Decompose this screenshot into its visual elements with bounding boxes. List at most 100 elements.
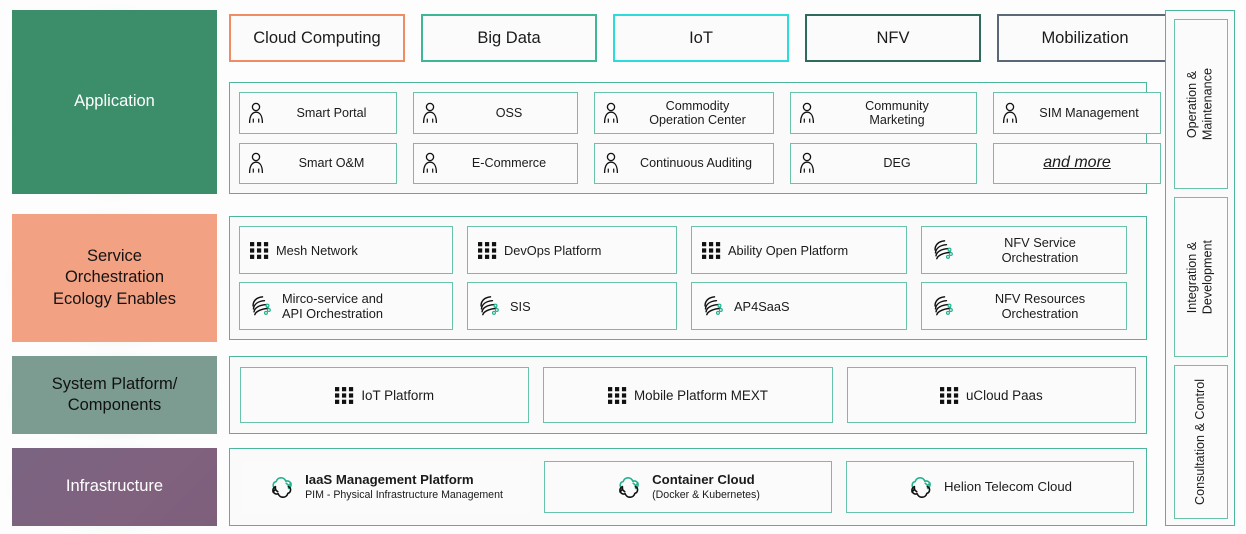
- person-icon: [601, 152, 621, 174]
- layer-label-system-text: System Platform/ Components: [51, 374, 178, 414]
- layer-label-application-text: Application: [74, 92, 155, 111]
- application-item-label: and more: [1043, 154, 1111, 172]
- swoosh-icon: [702, 294, 727, 318]
- infrastructure-item-text: Helion Telecom Cloud: [944, 479, 1072, 496]
- application-item-label: DEG: [883, 156, 911, 171]
- application-item-label: Smart O&M: [298, 156, 365, 171]
- application-item[interactable]: Smart Portal: [239, 92, 397, 134]
- tag-big-data[interactable]: Big Data: [421, 14, 597, 62]
- person-icon: [420, 152, 440, 174]
- infrastructure-item[interactable]: Container Cloud(Docker & Kubernetes): [544, 461, 832, 513]
- service-orchestration-item[interactable]: SIS: [467, 282, 677, 330]
- application-item-label: Commodity Operation Center: [649, 98, 746, 127]
- sidebar-panel-consultation-control-label: Consultation & Control: [1193, 378, 1208, 505]
- person-icon: [246, 102, 266, 124]
- service-orchestration-item[interactable]: Ability Open Platform: [691, 226, 907, 274]
- service-orchestration-item[interactable]: AP4SaaS: [691, 282, 907, 330]
- layer-label-service-orchestration[interactable]: Service Orchestration Ecology Enables: [12, 214, 217, 342]
- infrastructure-item-title: Helion Telecom Cloud: [943, 478, 1073, 494]
- infrastructure-item-subtitle: (Docker & Kubernetes): [652, 488, 760, 501]
- service-orchestration-item-label: Ability Open Platform: [728, 242, 849, 258]
- person-icon: [601, 102, 621, 124]
- sidebar-panel-operation-maintenance[interactable]: Operation & Maintenance: [1174, 19, 1228, 189]
- application-item[interactable]: E-Commerce: [413, 142, 578, 184]
- infrastructure-item-subtitle: PIM - Physical Infrastructure Management: [305, 488, 503, 501]
- application-item-grid: Smart Portal OSS Commodity Operation Cente…: [239, 92, 1161, 184]
- person-icon: [420, 102, 440, 124]
- application-layer-panel: Smart Portal OSS Commodity Operation Cente…: [229, 82, 1161, 194]
- application-item-label: Continuous Auditing: [639, 156, 753, 171]
- layer-label-system-platform[interactable]: System Platform/ Components: [12, 356, 217, 434]
- sidebar-panel-consultation-control[interactable]: Consultation & Control: [1174, 365, 1228, 519]
- cloud-refresh-icon: [908, 476, 934, 498]
- system-platform-item[interactable]: uCloud Paas: [846, 367, 1136, 423]
- application-item[interactable]: Commodity Operation Center: [594, 92, 774, 134]
- application-item-label: E-Commerce: [471, 156, 547, 171]
- service-orchestration-item[interactable]: NFV Service Orchestration: [921, 226, 1127, 274]
- application-item[interactable]: Continuous Auditing: [594, 142, 774, 184]
- service-orchestration-item[interactable]: Mirco-service and API Orchestration: [239, 282, 453, 330]
- application-item[interactable]: Smart O&M: [239, 142, 397, 184]
- application-item[interactable]: OSS: [413, 92, 578, 134]
- application-item[interactable]: and more: [993, 142, 1161, 184]
- tag-nfv[interactable]: NFV: [805, 14, 981, 62]
- service-orchestration-item-label: Mirco-service and API Orchestration: [282, 291, 383, 321]
- service-orchestration-item-label: SIS: [510, 298, 531, 314]
- service-orchestration-item-label: Mesh Network: [276, 242, 358, 258]
- sidebar-panel-integration-development-label: Integration & Development: [1185, 239, 1215, 315]
- system-platform-item[interactable]: Mobile Platform MEXT: [543, 367, 833, 423]
- tag-iot-label: IoT: [689, 28, 713, 47]
- system-platform-item[interactable]: IoT Platform: [240, 367, 530, 423]
- service-orchestration-item-label: NFV Service Orchestration: [1001, 235, 1079, 265]
- dots-grid-icon: [608, 386, 627, 404]
- dots-grid-icon: [478, 241, 497, 259]
- system-platform-item-grid: IoT Platform Mobile Platform MEXT uCloud P…: [240, 367, 1136, 423]
- layer-label-infrastructure[interactable]: Infrastructure: [12, 448, 217, 526]
- service-orchestration-item-label: NFV Resources Orchestration: [994, 291, 1086, 321]
- tag-mobilization-label: Mobilization: [1041, 28, 1129, 47]
- service-orchestration-panel: Mesh Network DevOps Platform Ability Open …: [229, 216, 1147, 340]
- service-orchestration-item-grid: Mesh Network DevOps Platform Ability Open …: [239, 226, 1137, 330]
- swoosh-icon: [478, 294, 503, 318]
- application-item[interactable]: SIM Management: [993, 92, 1161, 134]
- layer-label-service-text: Service Orchestration Ecology Enables: [53, 247, 176, 308]
- tag-iot[interactable]: IoT: [613, 14, 789, 62]
- person-icon: [797, 102, 817, 124]
- system-platform-item-label: Mobile Platform MEXT: [634, 387, 768, 403]
- infrastructure-item-text: Container Cloud(Docker & Kubernetes): [652, 472, 760, 502]
- swoosh-icon: [932, 294, 957, 318]
- infrastructure-item[interactable]: Helion Telecom Cloud: [846, 461, 1134, 513]
- sidebar-panel-integration-development[interactable]: Integration & Development: [1174, 197, 1228, 357]
- tag-big-data-label: Big Data: [477, 28, 541, 47]
- system-platform-item-label: uCloud Paas: [965, 387, 1043, 403]
- system-platform-item-label: IoT Platform: [361, 387, 434, 403]
- service-orchestration-item[interactable]: DevOps Platform: [467, 226, 677, 274]
- dots-grid-icon: [250, 241, 269, 259]
- sidebar-panel-operation-maintenance-label: Operation & Maintenance: [1185, 67, 1215, 141]
- application-item-label: Community Marketing: [865, 98, 929, 127]
- service-orchestration-item[interactable]: Mesh Network: [239, 226, 453, 274]
- dots-grid-icon: [335, 386, 354, 404]
- application-item-label: SIM Management: [1039, 105, 1139, 120]
- dots-grid-icon: [939, 386, 959, 404]
- lifecycle-sidebar: Operation & Maintenance Integration & De…: [1165, 10, 1235, 526]
- tag-nfv-label: NFV: [876, 28, 910, 47]
- person-icon: [246, 152, 266, 174]
- tag-mobilization[interactable]: Mobilization: [997, 14, 1173, 62]
- layer-label-application[interactable]: Application: [12, 10, 217, 194]
- service-orchestration-item[interactable]: NFV Resources Orchestration: [921, 282, 1127, 330]
- application-item[interactable]: DEG: [790, 142, 977, 184]
- domain-tag-row: Cloud Computing Big Data IoT NFV Mobiliz…: [229, 14, 1173, 62]
- service-orchestration-item-label: AP4SaaS: [734, 298, 790, 314]
- tag-cloud-computing[interactable]: Cloud Computing: [229, 14, 405, 62]
- application-item-label: Smart Portal: [296, 105, 367, 120]
- layer-label-infrastructure-text: Infrastructure: [65, 477, 164, 496]
- infrastructure-item-title: Container Cloud: [652, 472, 755, 488]
- application-item[interactable]: Community Marketing: [790, 92, 977, 134]
- service-orchestration-item-label: DevOps Platform: [504, 242, 602, 258]
